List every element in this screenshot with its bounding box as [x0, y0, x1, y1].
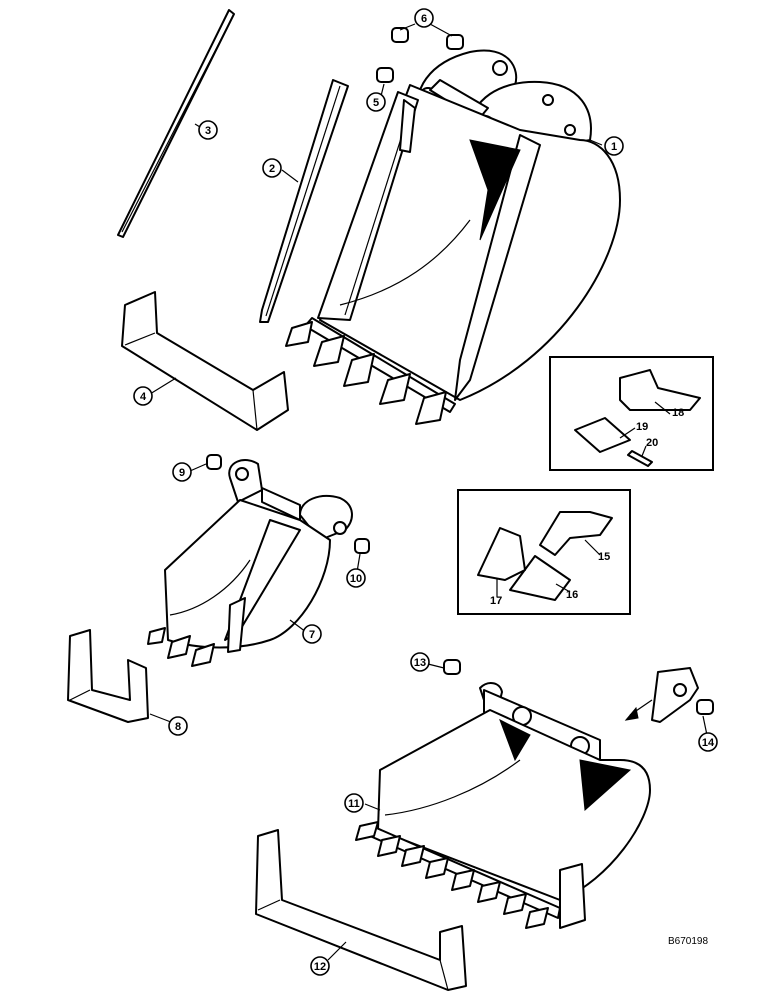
bushing-5: [376, 67, 394, 83]
svg-text:11: 11: [348, 798, 360, 810]
bushing-6b: [446, 34, 464, 50]
part-1-large-bucket: [285, 49, 621, 425]
svg-text:7: 7: [309, 629, 315, 641]
part-18-tooth: [619, 369, 701, 411]
bushing-14: [696, 699, 714, 715]
label-15: 15: [598, 551, 610, 563]
svg-text:6: 6: [421, 13, 427, 25]
svg-text:9: 9: [179, 467, 185, 479]
callout-11: 11: [344, 793, 364, 813]
bushing-13: [443, 659, 461, 675]
callout-1: 1: [604, 136, 624, 156]
part-19-adapter: [574, 417, 631, 453]
label-17: 17: [490, 595, 502, 607]
svg-text:2: 2: [269, 163, 275, 175]
part-20-pin: [627, 450, 653, 467]
part-4-tooth-guard: [121, 291, 289, 431]
svg-text:10: 10: [350, 573, 362, 585]
label-18: 18: [672, 407, 684, 419]
callout-13: 13: [410, 652, 430, 672]
inset-tooth-18-19-20: [549, 356, 714, 471]
part-15-tooth: [539, 511, 613, 556]
bushing-9: [206, 454, 222, 470]
svg-text:13: 13: [414, 657, 426, 669]
part-12-tooth-guard: [255, 829, 467, 991]
part-16-adapter: [509, 555, 571, 601]
part-17-adapter: [477, 527, 526, 581]
inset-tooth-15-16-17: [457, 489, 631, 615]
svg-text:1: 1: [611, 141, 617, 153]
label-16: 16: [566, 589, 578, 601]
bushing-10: [354, 538, 370, 554]
svg-text:4: 4: [140, 391, 147, 403]
callout-14: 14: [698, 732, 718, 752]
callout-2: 2: [262, 158, 282, 178]
part-side-cutter-14: [624, 667, 699, 723]
part-8-tooth-guard: [67, 629, 149, 723]
callout-12: 12: [310, 956, 330, 976]
callout-10: 10: [346, 568, 366, 588]
svg-text:14: 14: [702, 737, 715, 749]
callout-6: 6: [414, 8, 434, 28]
svg-text:5: 5: [373, 97, 379, 109]
label-19: 19: [636, 421, 648, 433]
part-11-wide-bucket: [355, 682, 651, 929]
bushing-6a: [391, 27, 409, 43]
svg-text:8: 8: [175, 721, 181, 733]
callout-4: 4: [133, 386, 153, 406]
svg-text:3: 3: [205, 125, 211, 137]
drawing-id: B670198: [668, 936, 708, 947]
callout-5: 5: [366, 92, 386, 112]
part-7-medium-bucket: [147, 459, 353, 667]
callout-8: 8: [168, 716, 188, 736]
bushings-5-6: [376, 27, 464, 83]
callout-3: 3: [198, 120, 218, 140]
callout-7: 7: [302, 624, 322, 644]
svg-text:12: 12: [314, 961, 326, 973]
label-20: 20: [646, 437, 658, 449]
part-2-side-cutter: [259, 79, 349, 323]
callout-9: 9: [172, 462, 192, 482]
part-3-side-cutter: [117, 9, 235, 238]
